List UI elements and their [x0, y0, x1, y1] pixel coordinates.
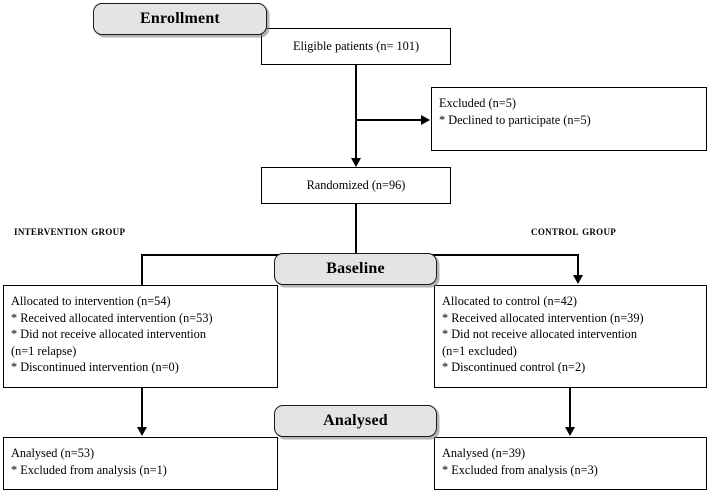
stage-label-enrollment: Enrollment — [140, 10, 220, 27]
arrowhead-into-control-allocation — [572, 275, 583, 284]
stage-badge-analysed: Analysed — [274, 405, 437, 437]
box-excluded-text: Excluded (n=5) * Declined to participate… — [439, 96, 591, 127]
box-randomized-text: Randomized (n=96) — [306, 178, 406, 193]
box-analysis-control: Analysed (n=39) * Excluded from analysis… — [434, 437, 707, 490]
connector-to-control-analysis — [569, 388, 571, 428]
connector-to-intervention-allocation — [141, 254, 143, 285]
arrowhead-into-intervention-analysis — [136, 427, 147, 436]
box-randomized: Randomized (n=96) — [261, 167, 451, 204]
connector-randomized-stem — [355, 204, 357, 255]
box-allocation-control: Allocated to control (n=42) * Received a… — [434, 285, 707, 388]
box-analysis-intervention: Analysed (n=53) * Excluded from analysis… — [3, 437, 278, 490]
arrowhead-into-excluded — [421, 114, 430, 125]
connector-to-intervention-analysis — [141, 388, 143, 428]
arm-label-intervention-group: Intervention group — [14, 224, 126, 238]
box-allocation-intervention: Allocated to intervention (n=54) * Recei… — [3, 285, 278, 388]
stage-badge-enrollment: Enrollment — [93, 3, 267, 35]
arrowhead-into-control-analysis — [564, 427, 575, 436]
connector-eligible-to-randomized — [355, 65, 357, 160]
stage-label-analysed: Analysed — [323, 412, 388, 429]
box-allocation-intervention-text: Allocated to intervention (n=54) * Recei… — [11, 294, 213, 375]
arm-label-control-group: Control group — [531, 224, 617, 238]
box-analysis-intervention-text: Analysed (n=53) * Excluded from analysis… — [11, 446, 167, 477]
arrowhead-into-randomized — [350, 158, 361, 167]
box-analysis-control-text: Analysed (n=39) * Excluded from analysis… — [442, 446, 598, 477]
box-eligible-patients: Eligible patients (n= 101) — [261, 28, 451, 65]
box-excluded: Excluded (n=5) * Declined to participate… — [431, 87, 707, 151]
connector-to-control-allocation — [577, 254, 579, 276]
box-eligible-patients-text: Eligible patients (n= 101) — [292, 39, 420, 54]
stage-badge-baseline: Baseline — [274, 253, 437, 285]
box-allocation-control-text: Allocated to control (n=42) * Received a… — [442, 294, 644, 375]
stage-label-baseline: Baseline — [326, 260, 385, 277]
connector-to-excluded — [356, 119, 422, 121]
